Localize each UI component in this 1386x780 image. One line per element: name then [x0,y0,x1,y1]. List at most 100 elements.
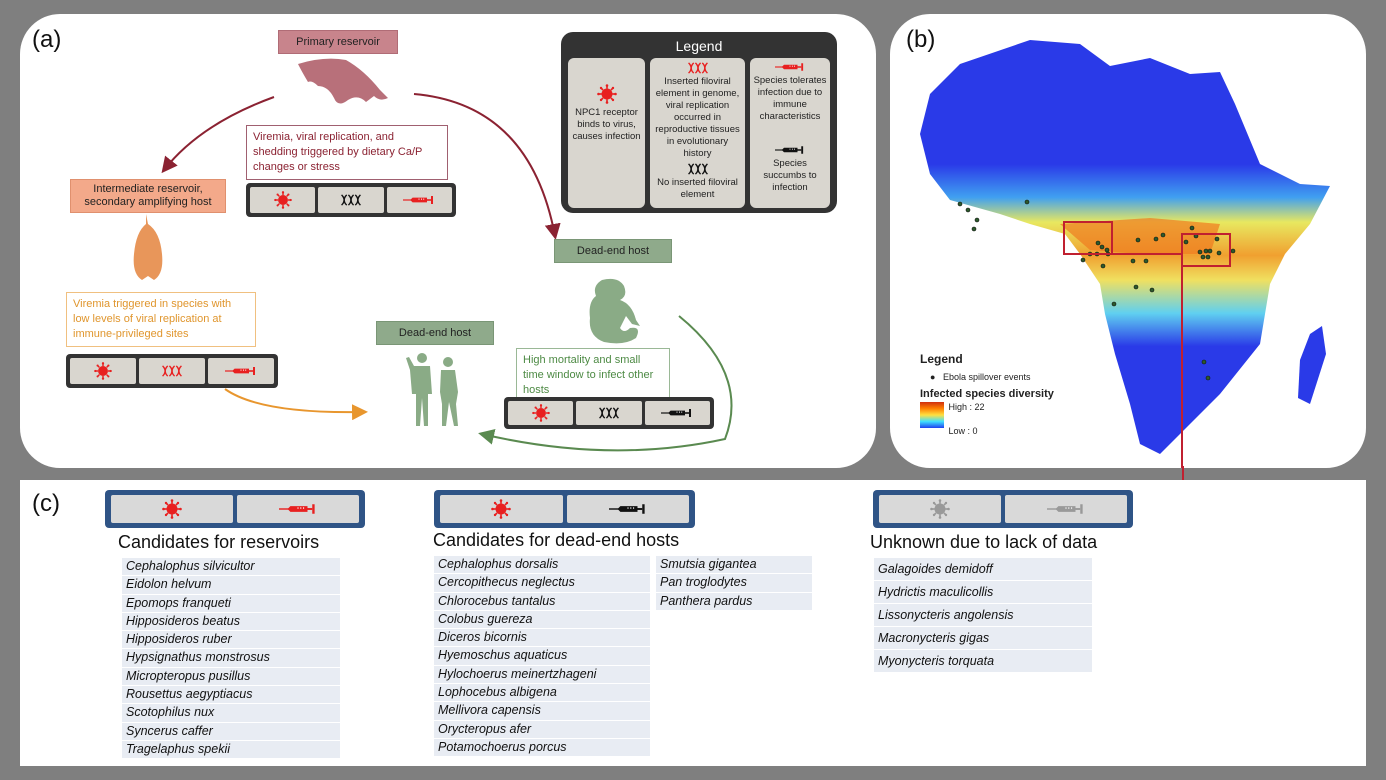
reservoir-species-list: Cephalophus silvicultor Eidolon helvum E… [122,558,340,759]
species-item: Epomops franqueti [122,594,340,612]
virus-icon [930,499,950,519]
human-silhouettes-icon [406,353,458,426]
dead-end-species-list: Cephalophus dorsalis Cercopithecus negle… [434,556,650,757]
syringe-icon [609,503,647,515]
panel-c-label: (c) [32,490,60,517]
species-item: Eidolon helvum [122,576,340,594]
virus-icon [274,191,292,209]
species-item: Cercopithecus neglectus [434,574,650,592]
arrow-intermediate-to-human [224,388,368,421]
bat-hanging-icon [133,214,163,280]
arrow-primary-to-dead-end-primate [413,93,561,240]
trait-cell [139,358,205,384]
trait-cell [576,401,642,425]
species-item: Pan troglodytes [656,574,812,592]
dna-icon [339,194,363,206]
species-item: Lissonycteris angolensis [874,604,1092,626]
species-item: Hylochoerus meinertzhageni [434,665,650,684]
trait-cell [111,495,233,523]
syringe-icon [225,366,257,376]
dead-end-candidates-title: Candidates for dead-end hosts [433,530,680,550]
species-item: Chlorocebus tantalus [434,592,650,610]
reservoir-candidates-title: Candidates for reservoirs [118,532,320,552]
species-item: Myonycteris torquata [874,650,1092,672]
dead-end-primate-caption: Dead-end host [554,239,672,263]
primary-reservoir-trait-bar [246,183,456,217]
primary-reservoir-caption: Primary reservoir [278,30,398,54]
species-item: Cephalophus silvicultor [122,558,340,576]
transmission-arrows [161,93,733,452]
trait-cell [440,495,563,523]
virus-icon [94,362,112,380]
legend-tolerates-text: Species tolerates infection due to immun… [753,75,827,122]
reservoir-trait-bar [105,490,365,528]
trait-cell [644,401,710,425]
trait-cell [208,358,274,384]
trait-cell [237,495,359,523]
virus-icon [532,404,550,422]
syringe-icon [403,195,435,205]
dna-icon [160,365,184,377]
species-item: Potamochoerus porcus [434,738,650,757]
bat-flying-icon [298,58,388,104]
intermediate-reservoir-note: Viremia triggered in species with low le… [66,292,256,347]
species-item: Hypsignathus monstrosus [122,649,340,667]
intermediate-reservoir-trait-bar [66,354,278,388]
virus-icon [597,84,617,104]
trait-cell [70,358,136,384]
legend-col-tolerance: Species tolerates infection due to immun… [750,58,830,208]
syringe-icon [1047,503,1085,515]
species-item: Macronycteris gigas [874,627,1092,649]
primary-reservoir-note: Viremia, viral replication, and shedding… [246,125,448,180]
point-marker-icon: ● [930,372,936,382]
dna-icon [597,407,621,419]
map-legend-points-label: Ebola spillover events [942,372,1031,382]
legend-filoviral-none-text: No inserted filoviral element [657,177,738,200]
species-item: Smutsia gigantea [656,556,812,574]
species-item: Hyemoschus aquaticus [434,647,650,665]
syringe-icon-black [775,145,805,155]
dead-end-human-caption: Dead-end host [376,321,494,345]
panel-a-transmission-diagram: (a) Primary reservoir Viremia, viral rep… [20,14,876,468]
intermediate-reservoir-caption: Intermediate reservoir, secondary amplif… [70,179,226,213]
scale-low-label: Low : 0 [948,426,978,436]
trait-cell [1005,495,1127,523]
syringe-icon [661,408,693,418]
map-legend-points-entry: ● Ebola spillover events [920,372,1054,382]
hotspot-west-central [1060,218,1220,254]
scale-high-label: High : 22 [948,402,985,412]
species-item: Micropteropus pusillus [122,667,340,686]
species-item: Scotophilus nux [122,704,340,722]
unknown-species-list: Galagoides demidoff Hydrictis maculicoll… [874,558,1092,673]
trait-cell [318,187,384,213]
species-item: Rousettus aegyptiacus [122,686,340,704]
arrow-primary-to-intermediate [161,96,275,174]
arrow-primate-to-human [478,315,733,452]
map-scale-title: Infected species diversity [920,388,1054,400]
map-color-scale: High : 22 Low : 0 [920,400,1054,436]
unknown-species-title: Unknown due to lack of data [870,532,1098,552]
unknown-trait-bar [873,490,1133,528]
legend-col-filoviral: Inserted filoviral element in genome, vi… [650,58,745,208]
trait-cell [879,495,1001,523]
panel-a-label: (a) [32,26,62,53]
species-item: Diceros bicornis [434,629,650,647]
panel-b-label: (b) [906,26,936,53]
legend-receptor-text: NPC1 receptor binds to virus, causes inf… [572,107,641,142]
map-legend-title: Legend [920,352,963,366]
species-item: Syncerus caffer [122,722,340,740]
monkey-icon [589,278,640,344]
panel-c-species-lists: (c) Candidates for reservoirs Cephalophu… [20,480,1366,766]
dead-end-species-list-col2: Smutsia gigantea Pan troglodytes Panther… [656,556,812,611]
legend-succumbs-text: Species succumbs to infection [763,158,817,193]
map-legend: Legend ● Ebola spillover events Infected… [920,352,1054,436]
dna-icon-red [686,62,710,74]
legend-title: Legend [675,38,723,54]
species-diversity-map [920,40,1330,468]
dead-end-primate-note: High mortality and small time window to … [516,348,670,403]
madagascar [1298,326,1326,404]
color-gradient-swatch [920,402,944,428]
species-item: Hipposideros ruber [122,631,340,649]
panel-b-africa-map: (b) [890,14,1366,468]
dna-icon-black [686,163,710,175]
